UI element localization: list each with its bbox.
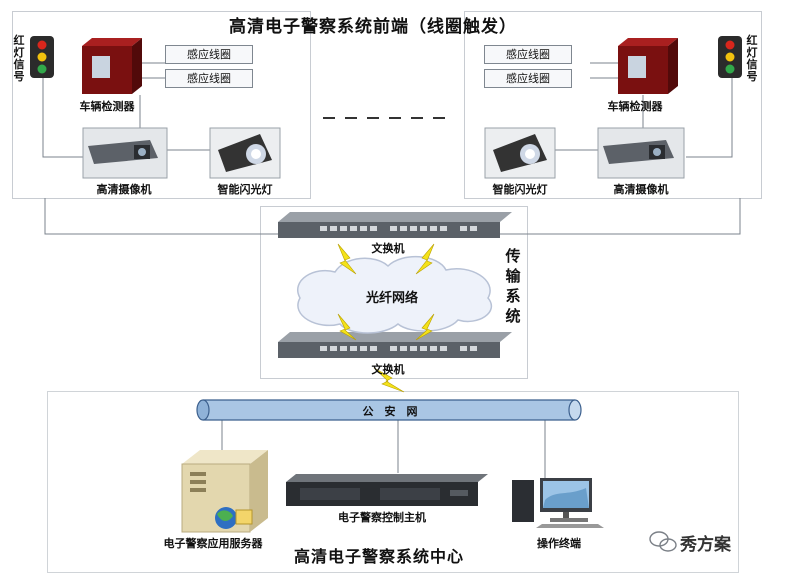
smart-flash-right-icon	[484, 127, 556, 179]
public-network-label: 公 安 网	[362, 405, 418, 418]
wechat-icon	[649, 531, 677, 552]
watermark-text: 秀方案	[680, 535, 731, 555]
traffic-light-left-icon	[30, 36, 54, 78]
control-host-label: 电子警察控制主机	[338, 511, 426, 524]
traffic-light-right-icon	[718, 36, 742, 78]
hd-camera-left-icon	[82, 127, 168, 179]
application-server-icon	[181, 450, 268, 533]
smart-flash-left-icon	[209, 127, 281, 179]
transmission-system-label: 传输系统	[505, 247, 521, 325]
switch-top-icon	[278, 212, 512, 238]
link-bolt-icon	[415, 313, 435, 341]
front-end-title: 高清电子警察系统前端（线圈触发）	[229, 17, 517, 37]
signal-label-left: 红灯信号	[13, 34, 25, 83]
terminal-label: 操作终端	[537, 537, 581, 550]
vehicle-detector-right-label: 车辆检测器	[607, 100, 663, 113]
signal-label-right: 红灯信号	[746, 34, 758, 83]
control-host-icon	[286, 474, 488, 506]
switch-bottom-icon	[278, 332, 512, 358]
induction-coil-right-2: 感应线圈	[484, 69, 572, 88]
link-bolt-icon	[337, 313, 357, 341]
induction-coil-left-2: 感应线圈	[165, 69, 253, 88]
induction-coil-left-1: 感应线圈	[165, 45, 253, 64]
induction-coil-right-1: 感应线圈	[484, 45, 572, 64]
operator-terminal-icon	[512, 478, 604, 528]
hd-camera-right-label: 高清摄像机	[613, 183, 669, 196]
hd-camera-right-icon	[597, 127, 685, 179]
public-network-pipe-icon	[196, 399, 582, 421]
cloud-label: 光纤网络	[365, 291, 418, 306]
vehicle-detector-left-label: 车辆检测器	[79, 100, 135, 113]
smart-flash-left-label: 智能闪光灯	[217, 183, 273, 196]
link-bolt-icon	[337, 243, 357, 275]
switch-top-label: 文换机	[371, 242, 405, 255]
hd-camera-left-label: 高清摄像机	[96, 183, 152, 196]
switch-bottom-label: 文换机	[371, 363, 405, 376]
smart-flash-right-label: 智能闪光灯	[492, 183, 548, 196]
vehicle-detector-right-icon	[618, 38, 678, 94]
fiber-network-cloud-icon	[297, 255, 493, 334]
vehicle-detector-left-icon	[82, 38, 142, 94]
center-title: 高清电子警察系统中心	[294, 547, 465, 566]
server-label: 电子警察应用服务器	[163, 537, 263, 550]
link-bolt-icon	[415, 243, 435, 275]
link-bolt-icon	[373, 367, 405, 393]
